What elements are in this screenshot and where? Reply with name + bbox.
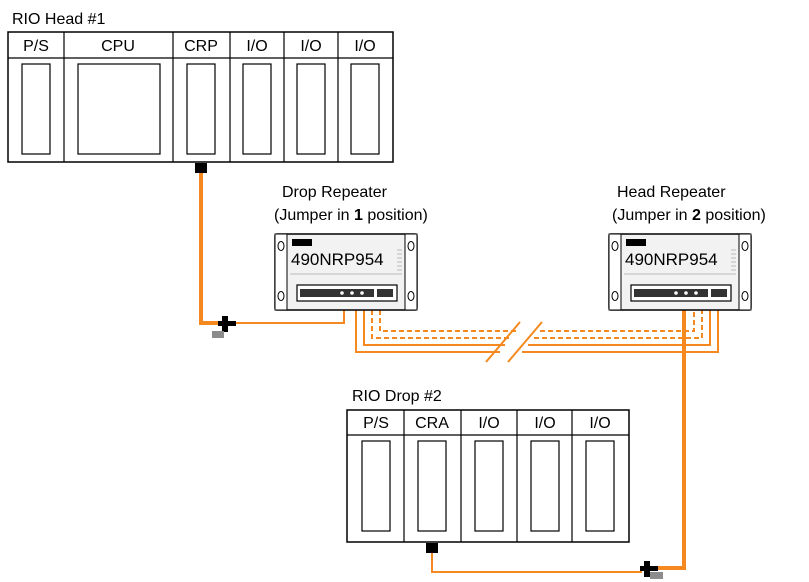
fiber-solid-1 xyxy=(355,310,719,353)
head-repeater-logo xyxy=(711,289,727,297)
drop-repeater-logo xyxy=(377,289,393,297)
fiber-dashed-1 xyxy=(371,310,703,339)
head-repeater-jumper-suffix: position) xyxy=(701,207,766,224)
head-repeater-screw-br xyxy=(741,291,749,301)
head-slot-label-ps: P/S xyxy=(23,38,49,55)
cra-connector xyxy=(426,543,438,553)
fiber-dashed-2 xyxy=(379,310,695,332)
drop-repeater-jumper-value: 1 xyxy=(354,207,363,224)
head-repeater-rail-right xyxy=(738,233,752,311)
head-module-io-2 xyxy=(296,63,326,155)
head-repeater-screw-tr xyxy=(741,241,749,251)
drop-slot-label-io-1: I/O xyxy=(478,415,499,432)
drop-repeater-jumper-note: (Jumper in 1 position) xyxy=(274,207,428,224)
drop-slot-label-io-3: I/O xyxy=(589,415,610,432)
cable-cra-to-tap xyxy=(431,552,642,573)
head-repeater-led-3 xyxy=(694,291,698,295)
head-repeater-led-2 xyxy=(684,291,688,295)
drop-repeater-screw-br xyxy=(407,291,415,301)
head-repeater-title: Head Repeater xyxy=(617,184,726,201)
drop-repeater-screw-tl xyxy=(277,241,285,251)
drop-repeater-screw-tr xyxy=(407,241,415,251)
cable-crp-to-tap xyxy=(199,172,222,325)
left-tap-connector xyxy=(212,316,236,338)
right-tap-tail xyxy=(650,572,663,579)
fiber-solid-2 xyxy=(363,310,711,346)
drop-repeater-led-3 xyxy=(360,291,364,295)
right-tap-connector xyxy=(640,561,663,579)
drop-repeater-title: Drop Repeater xyxy=(282,184,388,201)
head-module-cpu xyxy=(77,63,161,155)
head-rack-title: RIO Head #1 xyxy=(12,11,105,28)
drop-repeater-jumper-prefix: (Jumper in xyxy=(274,207,354,224)
crp-connector xyxy=(195,163,207,173)
head-module-io-1 xyxy=(242,63,272,155)
head-slot-label-io-3: I/O xyxy=(354,38,375,55)
head-repeater-jumper-note: (Jumper in 2 position) xyxy=(612,207,766,224)
head-repeater-jumper-prefix: (Jumper in xyxy=(612,207,692,224)
drop-rack-title: RIO Drop #2 xyxy=(352,388,442,405)
head-module-io-3 xyxy=(350,63,380,155)
left-tap-cross xyxy=(218,321,236,326)
break-mark-2 xyxy=(507,321,543,363)
drop-repeater-jumper-suffix: position) xyxy=(363,207,428,224)
drop-slot-label-cra: CRA xyxy=(415,415,449,432)
cable-head-repeater-to-tap xyxy=(656,310,686,570)
drop-repeater-rail-right xyxy=(404,233,418,311)
drop-repeater-label-bg xyxy=(289,247,397,271)
head-repeater-label-bg xyxy=(623,247,731,271)
drop-repeater: Drop Repeater (Jumper in 1 position) 490… xyxy=(274,184,428,311)
head-repeater-screw-bl xyxy=(611,291,619,301)
drop-module-io-1 xyxy=(474,440,504,532)
drop-repeater-panel-bar xyxy=(300,289,374,297)
head-repeater-led-1 xyxy=(674,291,678,295)
head-slot-label-io-2: I/O xyxy=(300,38,321,55)
drop-module-io-3 xyxy=(585,440,615,532)
head-repeater-jumper-value: 2 xyxy=(692,207,701,224)
drop-repeater-led-2 xyxy=(350,291,354,295)
head-repeater-panel-bar xyxy=(634,289,708,297)
rio-drop-rack: RIO Drop #2 P/S CRA I/O I/O I/O xyxy=(346,388,630,553)
left-tap-tail xyxy=(212,331,224,338)
cables xyxy=(199,172,719,573)
drop-repeater-screw-bl xyxy=(277,291,285,301)
head-slot-label-io-1: I/O xyxy=(246,38,267,55)
drop-repeater-led-1 xyxy=(340,291,344,295)
head-slot-label-cpu: CPU xyxy=(101,38,135,55)
drop-module-ps xyxy=(361,440,391,532)
head-repeater: Head Repeater (Jumper in 2 position) 490… xyxy=(608,184,766,311)
drop-repeater-model: 490NRP954 xyxy=(291,250,384,269)
drop-slot-label-io-2: I/O xyxy=(534,415,555,432)
head-module-ps xyxy=(21,63,51,155)
drop-module-io-2 xyxy=(530,440,560,532)
head-repeater-badge xyxy=(626,239,646,246)
right-tap-cross xyxy=(640,566,658,571)
break-mark-1 xyxy=(485,321,521,363)
head-slot-label-crp: CRP xyxy=(184,38,218,55)
rio-head-rack: RIO Head #1 P/S CPU CRP I/O I/O I/O xyxy=(7,11,394,173)
head-module-crp xyxy=(186,63,216,155)
head-repeater-rail-left xyxy=(608,233,622,311)
drop-slot-label-ps: P/S xyxy=(363,415,389,432)
head-repeater-model: 490NRP954 xyxy=(625,250,718,269)
drop-repeater-badge xyxy=(292,239,312,246)
cable-tap-to-drop-repeater xyxy=(236,310,345,324)
drop-repeater-rail-left xyxy=(274,233,288,311)
drop-module-cra xyxy=(417,440,447,532)
head-repeater-screw-tl xyxy=(611,241,619,251)
